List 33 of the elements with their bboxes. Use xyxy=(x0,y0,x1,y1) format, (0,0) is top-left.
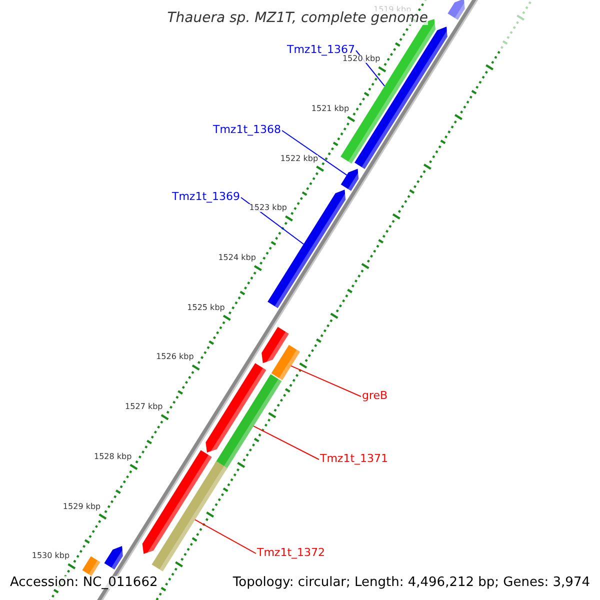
gene-feature xyxy=(206,363,266,454)
scale-label: 1530 kbp xyxy=(32,552,70,560)
gene-feature xyxy=(152,461,228,572)
leader-line xyxy=(282,130,348,176)
gene-label: Tmz1t_1371 xyxy=(320,453,388,464)
gene-feature xyxy=(340,168,360,191)
gene-label: Tmz1t_1369 xyxy=(172,191,240,202)
scale-label: 1527 kbp xyxy=(125,403,163,412)
scale-label: 1524 kbp xyxy=(218,254,256,262)
gene-label: Tmz1t_1372 xyxy=(257,547,326,558)
scale-label: 1529 kbp xyxy=(62,502,101,511)
scale-label: 1521 kbp xyxy=(311,105,350,114)
genome-summary-text: Topology: circular; Length: 4,496,212 bp; Genes: 3,974 xyxy=(232,576,590,589)
scale-label: 1520 kbp xyxy=(342,55,380,64)
gene-feature xyxy=(82,556,100,576)
title: Thauera sp. MZ1T, complete genome xyxy=(167,11,428,25)
leader-line xyxy=(253,426,320,460)
gene-label: Tmz1t_1368 xyxy=(212,124,281,135)
leader-line xyxy=(194,519,256,554)
scale-label: 1525 kbp xyxy=(187,304,225,312)
gene-feature xyxy=(268,190,347,308)
gene-feature xyxy=(104,546,124,570)
scale-label: 1522 kbp xyxy=(280,154,318,163)
scale-label: 1523 kbp xyxy=(249,204,287,212)
gene-feature xyxy=(262,326,289,364)
gene-feature xyxy=(448,0,466,20)
gene-label: greB xyxy=(362,390,388,401)
gene-feature xyxy=(142,450,212,556)
gene-label: Tmz1t_1367 xyxy=(286,44,355,55)
gene-feature xyxy=(271,344,300,380)
scale-label: 1526 kbp xyxy=(156,353,194,362)
scale-label: 1528 kbp xyxy=(94,452,132,461)
leader-line xyxy=(290,365,362,397)
